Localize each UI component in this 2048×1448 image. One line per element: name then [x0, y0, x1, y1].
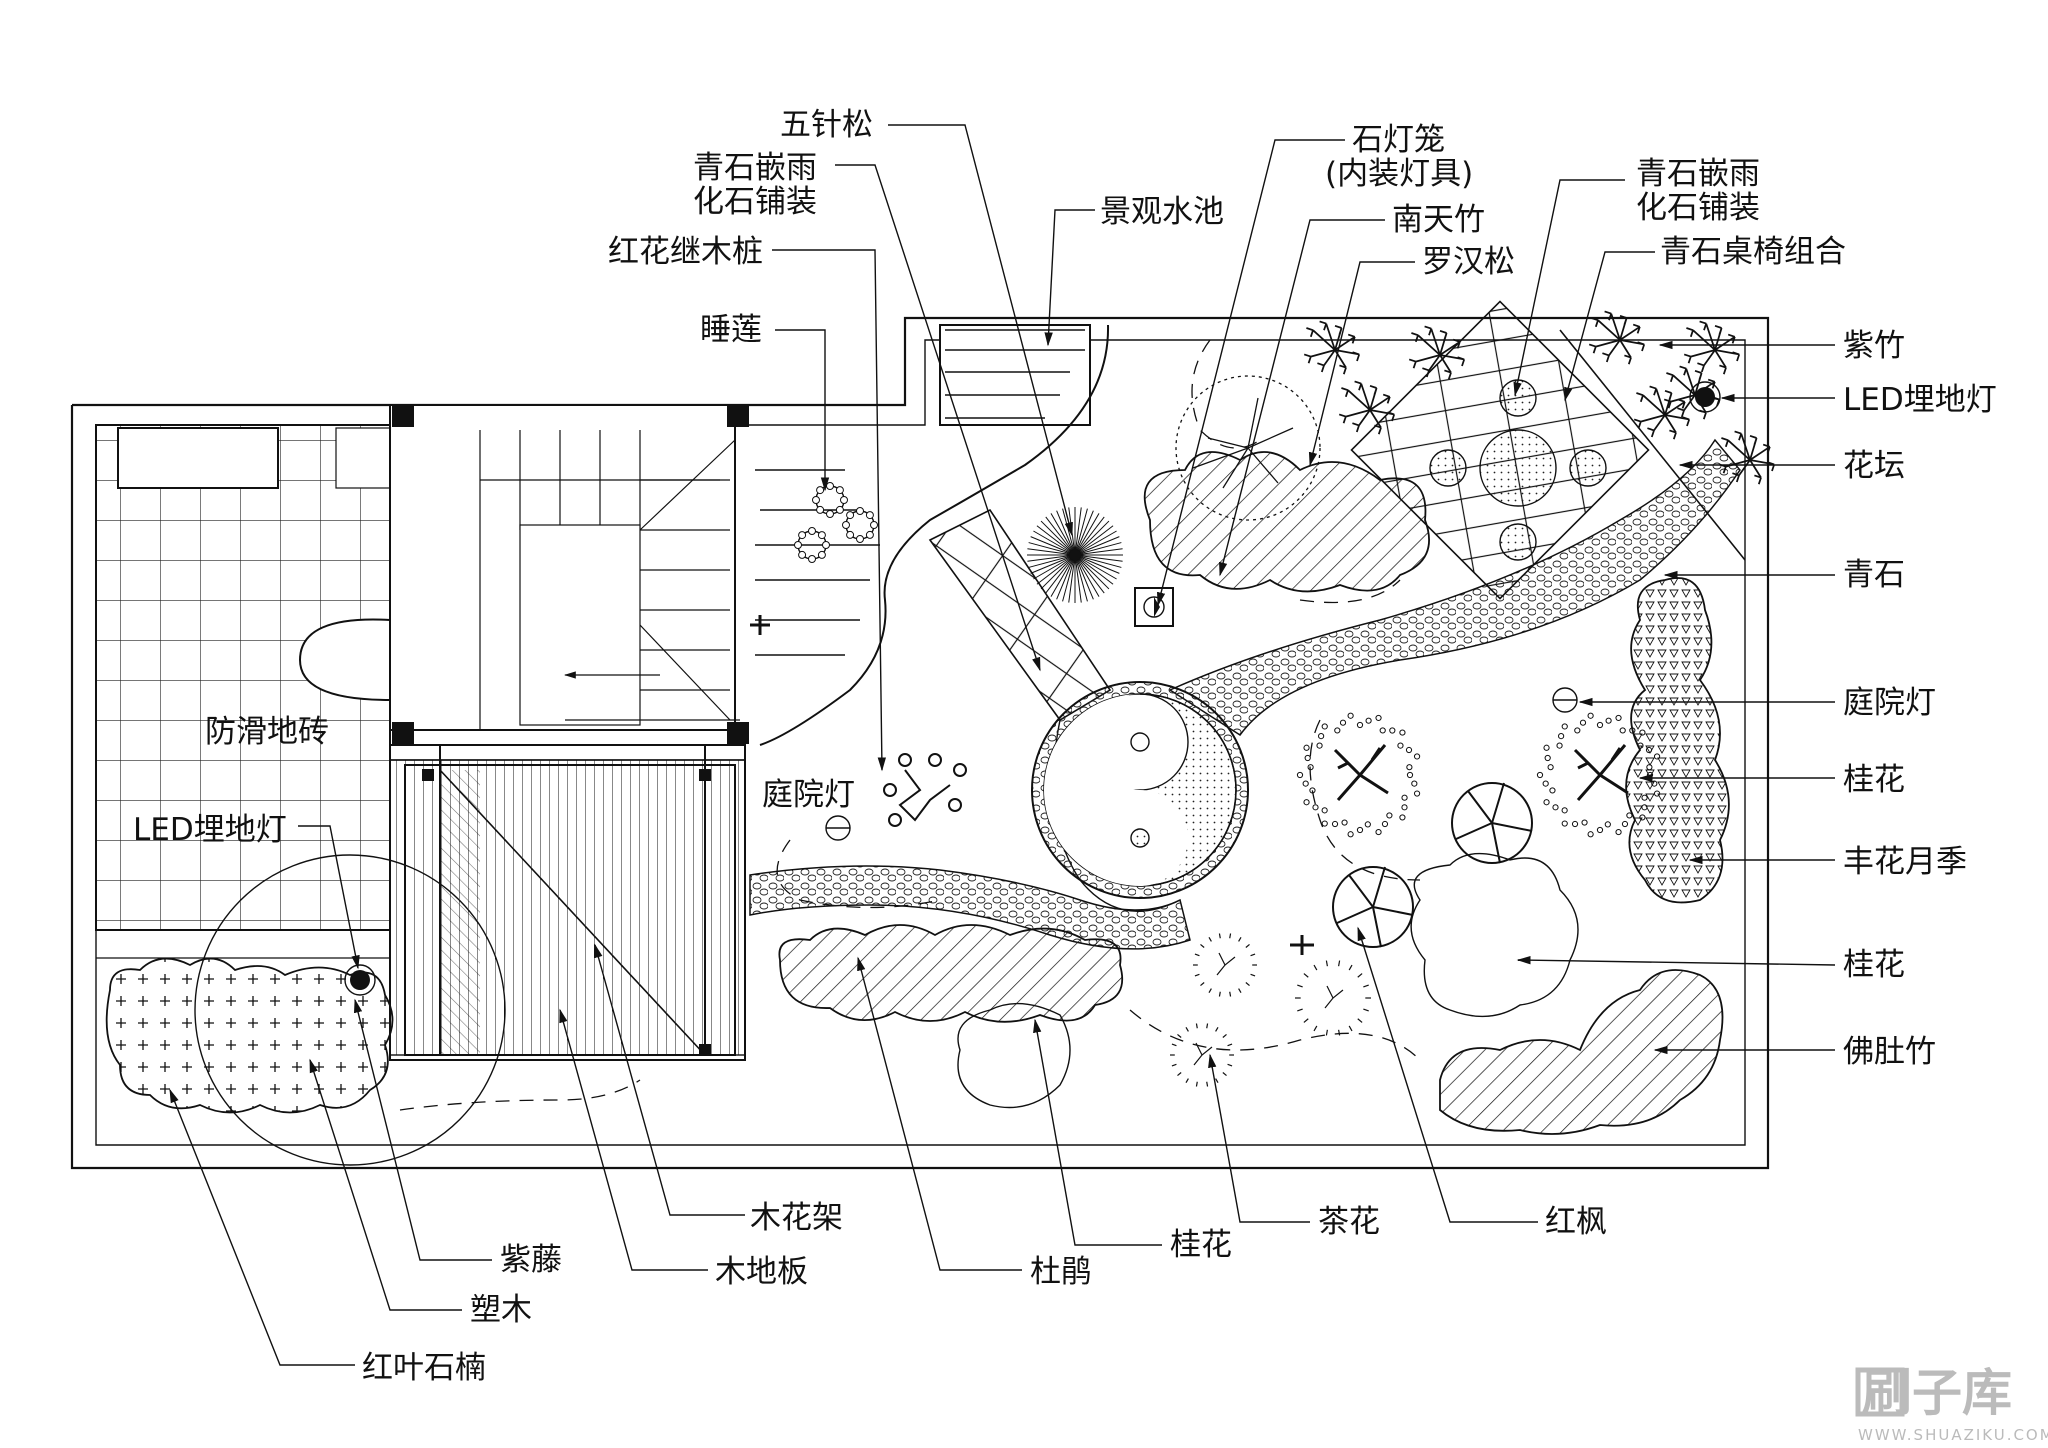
bamboo-symbol — [1633, 385, 1691, 440]
camellia-symbol — [1170, 1023, 1234, 1087]
leader-line — [1157, 139, 1345, 607]
pebble-path-lower — [749, 865, 1191, 950]
loropetalum-symbol — [883, 753, 967, 827]
leader-line — [835, 164, 1041, 672]
five-needle-pine-symbol — [1027, 507, 1123, 603]
azalea-hedge — [778, 924, 1124, 1023]
leader-lines — [169, 124, 1836, 1366]
site-structure — [70, 300, 1770, 1170]
label-osmanthus-3: 桂花 — [1170, 1227, 1232, 1263]
labels: 五针松 青石嵌雨 化石铺装 景观水池 红花继木桩 睡莲 石灯笼 (内装灯具) 南… — [133, 107, 1997, 1386]
label-osmanthus-2: 桂花 — [1843, 947, 1905, 983]
leader-line — [772, 249, 887, 772]
leader-line — [298, 825, 360, 970]
red-maple-symbol — [1451, 782, 1533, 864]
plant-symbols — [344, 310, 1776, 1087]
buddha-bamboo-hedge — [1439, 969, 1724, 1135]
leader-line — [169, 1088, 355, 1366]
label-paving-right-line2: 化石铺装 — [1636, 190, 1760, 226]
label-wood-pergola: 木花架 — [750, 1200, 843, 1236]
osmanthus-symbol — [1536, 712, 1661, 838]
bamboo-symbol — [1303, 320, 1361, 375]
bamboo-symbol — [1683, 320, 1741, 375]
wisteria-canopy — [194, 854, 506, 1166]
label-anti-slip-tile: 防滑地砖 — [205, 714, 329, 750]
watermark-url: WWW.SHUAZIKU.COM — [1858, 1426, 2048, 1444]
label-nandina: 南天竹 — [1392, 202, 1485, 238]
leader-line — [1308, 261, 1415, 467]
podocarpus-symbol — [1175, 375, 1321, 521]
anti-slip-tile-area — [95, 424, 391, 931]
label-paving-left-line2: 化石铺装 — [693, 184, 817, 220]
leader-line — [594, 943, 745, 1216]
camellia-symbol — [1295, 960, 1371, 1036]
leader-line — [1513, 179, 1625, 397]
label-loropetalum: 红花继木桩 — [608, 234, 763, 270]
label-red-maple: 红枫 — [1545, 1204, 1607, 1240]
leader-line — [309, 1058, 462, 1311]
nandina-hedge — [1143, 451, 1430, 593]
label-water-lily: 睡莲 — [700, 312, 762, 348]
leader-line — [1219, 219, 1385, 577]
camellia-symbol — [1193, 933, 1257, 997]
osmanthus-symbol — [1296, 712, 1421, 838]
bamboo-symbol — [1408, 325, 1466, 380]
watermark-logo-mark — [1855, 1367, 1905, 1417]
leader-line — [559, 1008, 708, 1271]
label-wisteria: 紫藤 — [500, 1242, 562, 1278]
label-bluestone: 青石 — [1843, 557, 1905, 593]
garden-light-symbol — [1552, 687, 1578, 713]
led-light-symbol — [350, 970, 370, 990]
label-azalea: 杜鹃 — [1030, 1254, 1092, 1290]
bamboo-symbol — [1338, 380, 1396, 435]
label-paving-right-line1: 青石嵌雨 — [1636, 156, 1760, 192]
label-led-right: LED埋地灯 — [1843, 382, 1997, 418]
label-stone-lantern-line1: 石灯笼 — [1352, 122, 1445, 158]
leader-line — [888, 124, 1073, 537]
led-light-symbol — [1695, 387, 1715, 407]
yin-yang-feature — [1031, 681, 1249, 899]
bamboo-symbol — [1588, 310, 1646, 365]
label-podocarpus: 罗汉松 — [1422, 244, 1515, 280]
garden-light-symbol — [825, 815, 851, 841]
label-landscape-pool: 景观水池 — [1100, 194, 1224, 230]
pebble-path-upper — [1168, 438, 1741, 737]
label-garden-light-left: 庭院灯 — [762, 777, 855, 813]
lamp-post-symbol — [750, 615, 770, 635]
label-plastic-wood: 塑木 — [470, 1292, 532, 1328]
leader-line — [1516, 955, 1836, 966]
leader-line — [353, 998, 492, 1261]
label-wuzhensong: 五针松 — [780, 107, 873, 143]
label-wood-floor: 木地板 — [715, 1254, 808, 1290]
label-purple-bamboo: 紫竹 — [1843, 328, 1905, 364]
label-floribunda-rose: 丰花月季 — [1843, 844, 1967, 880]
leader-line — [775, 329, 830, 492]
label-buddha-bamboo: 佛肚竹 — [1843, 1034, 1936, 1070]
label-osmanthus-1: 桂花 — [1843, 762, 1905, 798]
leader-line — [1564, 251, 1655, 402]
label-led-left: LED埋地灯 — [133, 812, 287, 848]
label-table-set: 青石桌椅组合 — [1660, 234, 1846, 270]
label-stone-lantern-line2: (内装灯具) — [1325, 156, 1473, 192]
label-red-leaf-photinia: 红叶石楠 — [362, 1350, 486, 1386]
floribunda-rose-bed — [1625, 577, 1730, 904]
lamp-post-symbol — [1290, 935, 1314, 955]
watermark-logo: 刷子库 — [1862, 1364, 2012, 1422]
leader-line — [857, 956, 1022, 1271]
label-garden-light-right: 庭院灯 — [1843, 685, 1936, 721]
label-camellia: 茶花 — [1318, 1204, 1380, 1240]
leader-line — [1208, 1053, 1310, 1223]
bluestone-table-set — [1429, 379, 1607, 561]
red-leaf-photinia — [105, 957, 394, 1114]
leader-line — [1044, 209, 1095, 347]
red-maple-symbol — [1332, 866, 1414, 948]
leader-line — [1033, 1018, 1162, 1246]
label-paving-left-line1: 青石嵌雨 — [693, 150, 817, 186]
leader-line — [1357, 926, 1538, 1223]
watermark: 刷子库 WWW.SHUAZIKU.COM — [1855, 1364, 2048, 1444]
label-flower-bed: 花坛 — [1843, 448, 1905, 484]
